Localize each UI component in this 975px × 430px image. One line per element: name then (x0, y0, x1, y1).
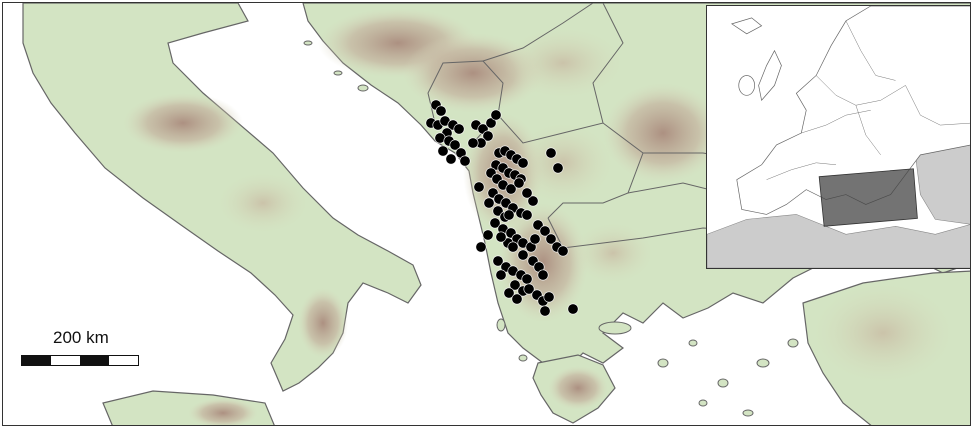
occurrence-point (503, 209, 515, 221)
occurrence-point (529, 233, 541, 245)
occurrence-point (543, 291, 555, 303)
occurrence-point (482, 130, 494, 142)
occurrence-point (485, 117, 497, 129)
occurrence-point (490, 109, 502, 121)
occurrence-point (545, 147, 557, 159)
occurrence-point (567, 303, 579, 315)
inset-ireland (738, 75, 755, 96)
inset-europe (736, 6, 970, 215)
scale-segment (80, 356, 109, 365)
scale-bar (21, 355, 139, 366)
scale-segment (51, 356, 80, 365)
occurrence-point (492, 255, 504, 267)
scale-segment (22, 356, 51, 365)
occurrence-point (473, 181, 485, 193)
occurrence-point (545, 233, 557, 245)
occurrence-point (495, 231, 507, 243)
scale-bar-label: 200 km (53, 328, 109, 347)
occurrence-point (503, 287, 515, 299)
occurrence-point (521, 209, 533, 221)
occurrence-point (517, 157, 529, 169)
occurrence-point (513, 177, 525, 189)
inset-locator-map (706, 5, 970, 269)
inset-africa-asia (707, 214, 970, 268)
occurrence-points (425, 99, 579, 317)
occurrence-point (489, 217, 501, 229)
occurrence-point (435, 105, 447, 117)
occurrence-point (539, 305, 551, 317)
occurrence-point (557, 245, 569, 257)
occurrence-point (532, 219, 544, 231)
occurrence-point (437, 145, 449, 157)
occurrence-point (507, 241, 519, 253)
inset-britain (758, 49, 782, 102)
occurrence-point (552, 162, 564, 174)
occurrence-point (523, 283, 535, 295)
occurrence-point (492, 205, 504, 217)
scale-segment (109, 356, 138, 365)
occurrence-point (521, 187, 533, 199)
occurrence-point (449, 139, 461, 151)
inset-study-area (818, 168, 918, 227)
occurrence-point (539, 225, 551, 237)
occurrence-point (527, 195, 539, 207)
inset-borders (766, 20, 970, 180)
occurrence-point (511, 293, 523, 305)
occurrence-point (521, 273, 533, 285)
occurrence-point (483, 197, 495, 209)
inset-iceland (731, 17, 763, 35)
occurrence-point (475, 241, 487, 253)
occurrence-point (445, 153, 457, 165)
occurrence-point (467, 137, 479, 149)
occurrence-point (453, 123, 465, 135)
occurrence-point (482, 229, 494, 241)
occurrence-point (537, 269, 549, 281)
occurrence-point (509, 279, 521, 291)
islands (303, 40, 799, 417)
occurrence-point (517, 249, 529, 261)
map-frame: 200 km (2, 2, 971, 426)
occurrence-point (505, 183, 517, 195)
occurrence-point (495, 269, 507, 281)
occurrence-point (459, 155, 471, 167)
